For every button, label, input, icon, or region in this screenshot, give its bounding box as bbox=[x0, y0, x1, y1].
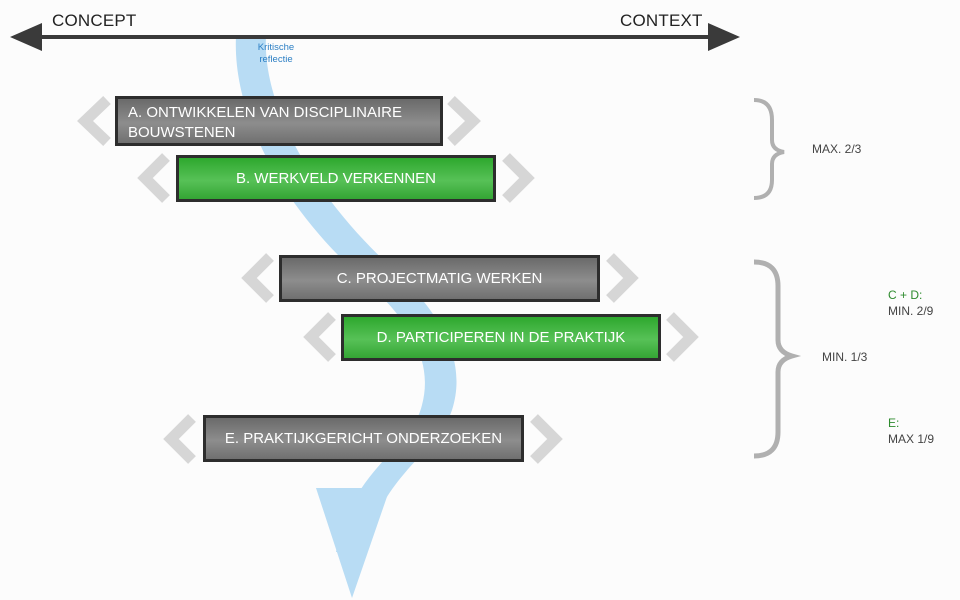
box-b-label: B. WERKVELD VERKENNEN bbox=[235, 169, 437, 187]
box-b-explore-work-field: B. WERKVELD VERKENNEN bbox=[176, 155, 496, 202]
chevron-right-e-icon bbox=[530, 414, 563, 464]
group-bottom-label: MIN. 1/3 bbox=[822, 350, 868, 364]
box-d-participate-in-practice: D. PARTICIPEREN IN DE PRAKTIJK bbox=[341, 314, 661, 361]
box-e-practice-oriented-research: E. PRAKTIJKGERICHT ONDERZOEKEN bbox=[203, 415, 524, 462]
reflection-flow-label-line1: Kritische bbox=[257, 42, 295, 53]
chevron-left-b-icon bbox=[137, 153, 170, 203]
brace-bottom-icon bbox=[753, 259, 802, 459]
concept-label: CONCEPT bbox=[52, 11, 137, 30]
chevron-left-a-icon bbox=[77, 96, 111, 146]
brace-top-icon bbox=[753, 98, 785, 200]
chevron-left-e-icon bbox=[163, 414, 196, 464]
box-c-project-based-work: C. PROJECTMATIG WERKEN bbox=[279, 255, 600, 302]
note-e-value: MAX 1/9 bbox=[888, 432, 935, 446]
box-e-label: E. PRAKTIJKGERICHT ONDERZOEKEN bbox=[224, 429, 503, 447]
chevron-right-d-icon bbox=[666, 312, 699, 362]
reflection-flow-label-line2: reflectie bbox=[259, 54, 293, 65]
chevron-left-c-icon bbox=[241, 253, 274, 303]
chevron-left-d-icon bbox=[303, 312, 336, 362]
note-cd-title: C + D: bbox=[888, 288, 923, 302]
note-e-title: E: bbox=[888, 416, 900, 430]
box-a-disciplinary-building-blocks: A. ONTWIKKELEN VAN DISCIPLINAIRE BOUWSTE… bbox=[115, 96, 443, 146]
group-top-label: MAX. 2/3 bbox=[812, 142, 862, 156]
concept-context-axis bbox=[10, 23, 740, 51]
context-label: CONTEXT bbox=[620, 11, 703, 30]
note-cd-value: MIN. 2/9 bbox=[888, 304, 934, 318]
box-a-line2: BOUWSTENEN bbox=[128, 124, 236, 141]
reflection-flow-arrowhead bbox=[316, 488, 390, 598]
chevron-right-a-icon bbox=[447, 96, 481, 146]
box-c-label: C. PROJECTMATIG WERKEN bbox=[336, 269, 543, 287]
chevron-right-c-icon bbox=[606, 253, 639, 303]
box-d-label: D. PARTICIPEREN IN DE PRAKTIJK bbox=[376, 328, 626, 346]
reflection-flow-label: Kritische reflectie bbox=[236, 42, 316, 66]
chevron-right-b-icon bbox=[502, 153, 535, 203]
box-a-line1: A. ONTWIKKELEN VAN DISCIPLINAIRE bbox=[128, 104, 402, 121]
